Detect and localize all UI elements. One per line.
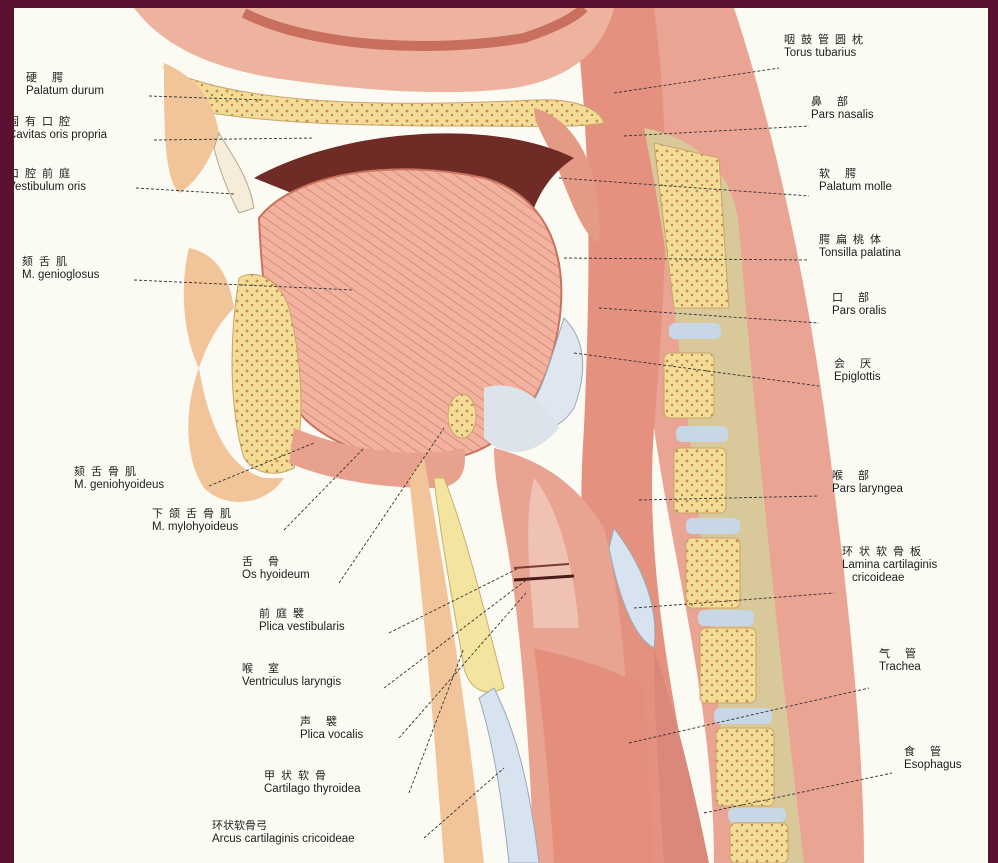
label-cn: 硬 腭	[26, 72, 104, 85]
label-cn: 声 襞	[300, 716, 363, 729]
nasal-cavity	[134, 8, 614, 92]
label-la: M. geniohyoideus	[74, 479, 164, 492]
label-cn: 喉 室	[242, 663, 341, 676]
label-la: Cavitas oris propria	[14, 129, 107, 142]
sagittal-head-neck-illustration	[14, 8, 988, 863]
label-la: M. genioglosus	[22, 269, 99, 282]
upper-teeth	[214, 133, 254, 213]
label-cartilago-thyroidea: 甲状软骨 Cartilago thyroidea	[264, 770, 361, 796]
label-plica-vocalis: 声 襞 Plica vocalis	[300, 716, 363, 742]
label-cn: 前庭襞	[259, 608, 345, 621]
label-pars-oralis: 口 部 Pars oralis	[832, 292, 886, 318]
label-cavitas-oris: 固有口腔 Cavitas oris propria	[14, 116, 107, 142]
label-la: Cartilago thyroidea	[264, 783, 361, 796]
label-arcus-cricoideae: 环状软骨弓 Arcus cartilaginis cricoideae	[212, 820, 355, 846]
label-la: M. mylohyoideus	[152, 521, 238, 534]
label-cn: 下颌舌骨肌	[152, 508, 238, 521]
label-plica-vestibularis: 前庭襞 Plica vestibularis	[259, 608, 345, 634]
label-palatum-molle: 软 腭 Palatum molle	[819, 168, 892, 194]
label-cn: 环状软骨弓	[212, 820, 355, 833]
label-pars-nasalis: 鼻 部 Pars nasalis	[811, 96, 874, 122]
label-trachea: 气 管 Trachea	[879, 648, 922, 674]
label-cn: 食 管	[904, 746, 962, 759]
label-la: Pars nasalis	[811, 109, 874, 122]
label-torus-tubarius: 咽鼓管圆枕 Torus tubarius	[784, 34, 869, 60]
label-mylohyoideus: 下颌舌骨肌 M. mylohyoideus	[152, 508, 238, 534]
label-cn: 气 管	[879, 648, 922, 661]
label-esophagus: 食 管 Esophagus	[904, 746, 962, 772]
label-cn: 舌 骨	[242, 556, 310, 569]
label-la: Os hyoideum	[242, 569, 310, 582]
label-la: Palatum molle	[819, 181, 892, 194]
upper-lip	[164, 63, 219, 193]
lower-lip	[184, 248, 234, 368]
label-cn: 喉 部	[832, 470, 903, 483]
label-la: Arcus cartilaginis cricoideae	[212, 833, 355, 846]
label-la: Esophagus	[904, 759, 962, 772]
label-cn: 甲状软骨	[264, 770, 361, 783]
label-la: Pars laryngea	[832, 483, 903, 496]
label-geniohyoideus: 颏舌骨肌 M. geniohyoideus	[74, 466, 164, 492]
label-tonsilla-palatina: 腭扁桃体 Tonsilla palatina	[819, 234, 901, 260]
label-cn: 软 腭	[819, 168, 892, 181]
label-ventriculus: 喉 室 Ventriculus laryngis	[242, 663, 341, 689]
label-pars-laryngea: 喉 部 Pars laryngea	[832, 470, 903, 496]
label-cn: 咽鼓管圆枕	[784, 34, 869, 47]
label-palatum-durum: 硬 腭 Palatum durum	[26, 72, 104, 98]
label-la: Ventriculus laryngis	[242, 676, 341, 689]
label-la: Plica vocalis	[300, 729, 363, 742]
label-lamina-cartilaginis: 环状软骨板 Lamina cartilaginis cricoideae	[842, 546, 937, 585]
label-la: Pars oralis	[832, 305, 886, 318]
label-la: Plica vestibularis	[259, 621, 345, 634]
label-cn: 颏舌肌	[22, 256, 99, 269]
label-vestibulum-oris: 口腔前庭 Vestibulum oris	[14, 168, 86, 194]
label-la: Palatum durum	[26, 85, 104, 98]
label-la2: cricoideae	[842, 572, 937, 585]
label-la: Lamina cartilaginis	[842, 559, 937, 572]
label-cn: 颏舌骨肌	[74, 466, 164, 479]
hyoid-bone	[448, 394, 476, 438]
label-la: Vestibulum oris	[14, 181, 86, 194]
label-cn: 环状软骨板	[842, 546, 937, 559]
label-cn: 会 厌	[834, 358, 881, 371]
label-la: Epiglottis	[834, 371, 881, 384]
label-la: Torus tubarius	[784, 47, 869, 60]
label-cn: 腭扁桃体	[819, 234, 901, 247]
label-cn: 鼻 部	[811, 96, 874, 109]
label-genioglossus: 颏舌肌 M. genioglosus	[22, 256, 99, 282]
label-cn: 口 部	[832, 292, 886, 305]
label-cn: 口腔前庭	[14, 168, 86, 181]
label-os-hyoideum: 舌 骨 Os hyoideum	[242, 556, 310, 582]
illustration-frame: 咽鼓管圆枕 Torus tubarius 鼻 部 Pars nasalis 软 …	[14, 8, 988, 863]
label-la: Trachea	[879, 661, 922, 674]
label-cn: 固有口腔	[14, 116, 107, 129]
label-epiglottis: 会 厌 Epiglottis	[834, 358, 881, 384]
label-la: Tonsilla palatina	[819, 247, 901, 260]
